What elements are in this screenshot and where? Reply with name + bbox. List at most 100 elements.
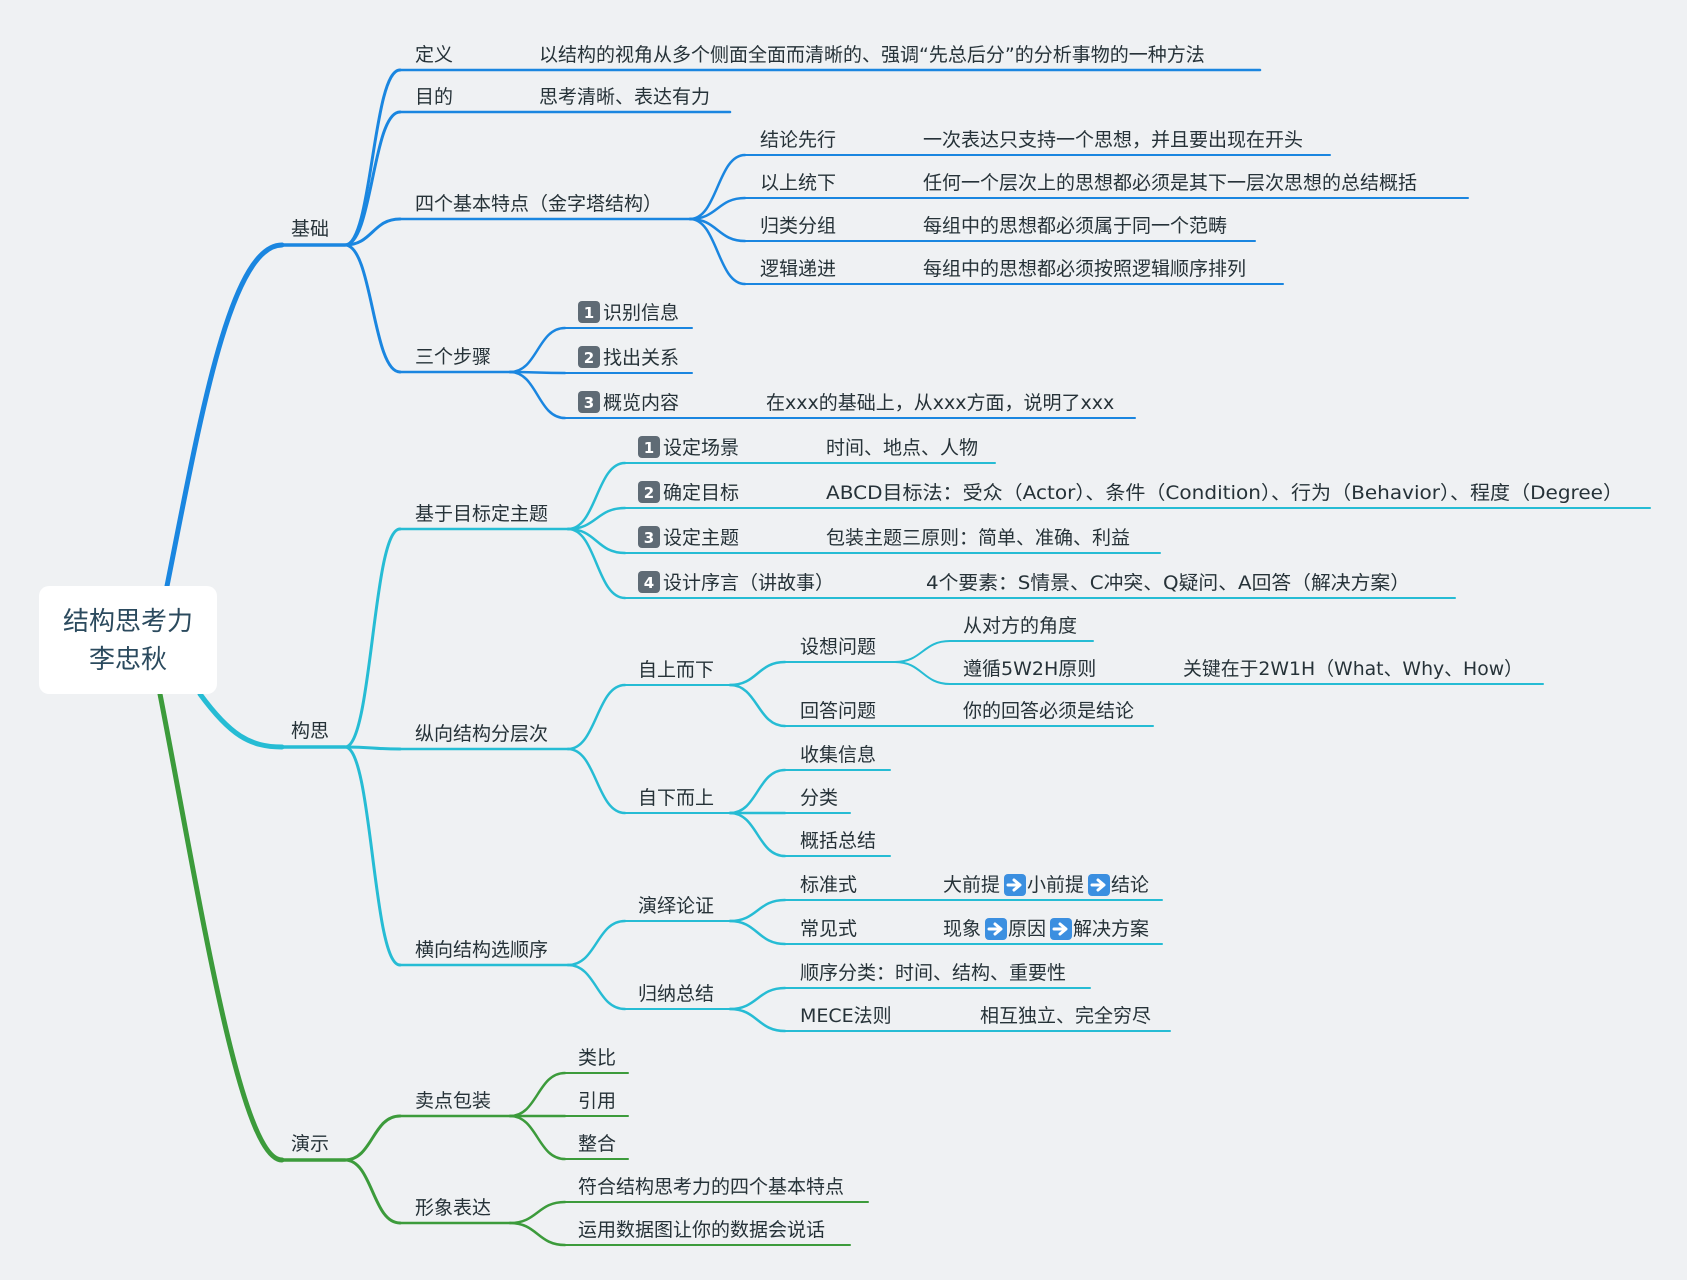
node-tedian-4-desc[interactable]: 每组中的思想都必须按照逻辑顺序排列	[923, 258, 1246, 280]
node-zhuti-4[interactable]: 设计序言（讲故事）	[663, 572, 834, 594]
node-bottom-up-3[interactable]: 概括总结	[800, 830, 876, 852]
connector-curve	[894, 661, 951, 685]
node-shexiang-1[interactable]: 从对方的角度	[963, 615, 1077, 637]
node-zhuti-1-desc[interactable]: 时间、地点、人物	[826, 437, 978, 459]
node-buzhou-3[interactable]: 概览内容	[603, 392, 679, 414]
svg-text:3: 3	[644, 529, 654, 547]
node-zhuti-3-desc[interactable]: 包装主题三原则：简单、准确、利益	[826, 527, 1130, 549]
arrow-right-icon	[1050, 918, 1072, 940]
node-tedian-1-desc[interactable]: 一次表达只支持一个思想，并且要出现在开头	[923, 129, 1303, 151]
node-zhuti-2[interactable]: 确定目标	[663, 482, 739, 504]
changjian-part-3: 解决方案	[1073, 918, 1149, 940]
connector-curve	[566, 919, 627, 967]
root-title: 结构思考力	[63, 607, 193, 637]
node-shexiang-2[interactable]: 遵循5W2H原则	[963, 658, 1096, 680]
node-tedian-3[interactable]: 归类分组	[760, 215, 836, 237]
node-mece[interactable]: MECE法则	[800, 1005, 892, 1027]
node-zhuti[interactable]: 基于目标定主题	[415, 503, 548, 525]
connector-curve	[508, 1114, 567, 1161]
node-mudi[interactable]: 目的	[415, 86, 453, 108]
node-bottom-up[interactable]: 自下而上	[638, 787, 714, 809]
connector-curve	[566, 963, 627, 1011]
number-badge-3: 3	[578, 391, 600, 413]
node-mece-desc[interactable]: 相互独立、完全穷尽	[980, 1005, 1151, 1027]
node-tedian[interactable]: 四个基本特点（金字塔结构）	[415, 193, 662, 215]
node-yanyi[interactable]: 演绎论证	[638, 895, 714, 917]
node-zhuti-2-desc[interactable]: ABCD目标法：受众（Actor）、条件（Condition）、行为（Behav…	[826, 482, 1623, 504]
mind-map-nodes: 结构思考力 李忠秋 基础 定义 以结构的视角从多个侧面全面而清晰的、强调“先总后…	[39, 44, 1623, 1241]
node-bottom-up-1[interactable]: 收集信息	[800, 744, 876, 766]
arrow-right-icon	[1088, 874, 1110, 896]
svg-text:2: 2	[584, 349, 594, 367]
node-dingyi-desc[interactable]: 以结构的视角从多个侧面全面而清晰的、强调“先总后分”的分析事物的一种方法	[539, 44, 1205, 66]
changjian-part-2: 原因	[1008, 918, 1046, 940]
connector-curve	[566, 527, 627, 600]
node-shexiang[interactable]: 设想问题	[800, 636, 876, 658]
node-huida[interactable]: 回答问题	[800, 700, 876, 722]
node-guina[interactable]: 归纳总结	[638, 983, 714, 1005]
node-gousi[interactable]: 构思	[291, 720, 329, 742]
connector-curve	[343, 527, 402, 749]
node-zhuti-1[interactable]: 设定场景	[663, 437, 739, 459]
node-hengxiang[interactable]: 横向结构选顺序	[415, 939, 548, 961]
connector-curve	[343, 217, 402, 247]
number-badge-1: 1	[638, 436, 660, 458]
connector-curve	[508, 370, 567, 420]
node-tedian-2-desc[interactable]: 任何一个层次上的思想都必须是其下一层次思想的总结概括	[923, 172, 1417, 194]
connector-curve	[728, 660, 787, 687]
node-maidian-2[interactable]: 引用	[578, 1090, 616, 1112]
connector-curve	[728, 1007, 787, 1033]
node-tedian-2[interactable]: 以上统下	[760, 172, 836, 194]
svg-text:2: 2	[644, 484, 654, 502]
node-huida-desc[interactable]: 你的回答必须是结论	[963, 700, 1134, 722]
node-xingxiang-1[interactable]: 符合结构思考力的四个基本特点	[578, 1176, 844, 1198]
node-maidian[interactable]: 卖点包装	[415, 1090, 491, 1112]
connector-curve	[343, 1114, 402, 1162]
arrow-right-icon	[1004, 874, 1026, 896]
node-bottom-up-2[interactable]: 分类	[800, 787, 838, 809]
node-tedian-3-desc[interactable]: 每组中的思想都必须属于同一个范畴	[923, 215, 1227, 237]
arrow-right-icon	[985, 918, 1007, 940]
node-yanshi[interactable]: 演示	[291, 1133, 329, 1155]
trunk-curve	[157, 691, 285, 1163]
node-tedian-1[interactable]: 结论先行	[760, 129, 836, 151]
connector-curve	[688, 153, 747, 221]
node-dingyi[interactable]: 定义	[415, 44, 453, 66]
number-badge-3: 3	[638, 526, 660, 548]
node-shexiang-2-desc[interactable]: 关键在于2W1H（What、Why、How）	[1183, 658, 1523, 680]
node-biaozhun[interactable]: 标准式	[800, 874, 857, 896]
root-node-box	[39, 586, 217, 694]
node-maidian-3[interactable]: 整合	[578, 1133, 616, 1155]
node-jichu[interactable]: 基础	[291, 218, 329, 240]
node-zhuti-4-desc[interactable]: 4个要素：S情景、C冲突、Q疑问、A回答（解决方案）	[926, 572, 1410, 594]
node-top-down[interactable]: 自上而下	[638, 659, 714, 681]
node-changjian[interactable]: 常见式	[800, 918, 857, 940]
connector-curve	[566, 683, 627, 751]
node-shunxu[interactable]: 顺序分类：时间、结构、重要性	[800, 962, 1066, 984]
connector-curve	[728, 683, 787, 728]
node-zongxiang[interactable]: 纵向结构分层次	[415, 723, 548, 745]
node-zhuti-3[interactable]: 设定主题	[663, 527, 739, 549]
node-xingxiang[interactable]: 形象表达	[415, 1197, 491, 1219]
biaozhun-part-2: 小前提	[1027, 874, 1084, 896]
svg-text:3: 3	[584, 394, 594, 412]
node-buzhou-2[interactable]: 找出关系	[603, 347, 679, 369]
node-tedian-4[interactable]: 逻辑递进	[760, 258, 836, 280]
connector-curve	[728, 811, 787, 858]
connector-curve	[508, 1200, 567, 1225]
node-buzhou-1[interactable]: 识别信息	[603, 302, 679, 324]
changjian-part-1: 现象	[943, 918, 981, 940]
node-mudi-desc[interactable]: 思考清晰、表达有力	[539, 86, 710, 108]
node-buzhou-3-desc[interactable]: 在xxx的基础上，从xxx方面，说明了xxx	[766, 392, 1114, 414]
number-badge-1: 1	[578, 301, 600, 323]
connector-lines	[157, 68, 1651, 1247]
node-maidian-1[interactable]: 类比	[578, 1047, 616, 1069]
node-xingxiang-2[interactable]: 运用数据图让你的数据会说话	[578, 1219, 825, 1241]
connector-curve	[508, 326, 567, 374]
connector-curve	[343, 243, 402, 374]
node-buzhou[interactable]: 三个步骤	[415, 346, 491, 368]
biaozhun-part-1: 大前提	[943, 874, 1000, 896]
root-node[interactable]: 结构思考力 李忠秋	[39, 586, 217, 694]
connector-curve	[508, 1071, 567, 1118]
trunk-curve	[164, 242, 285, 589]
